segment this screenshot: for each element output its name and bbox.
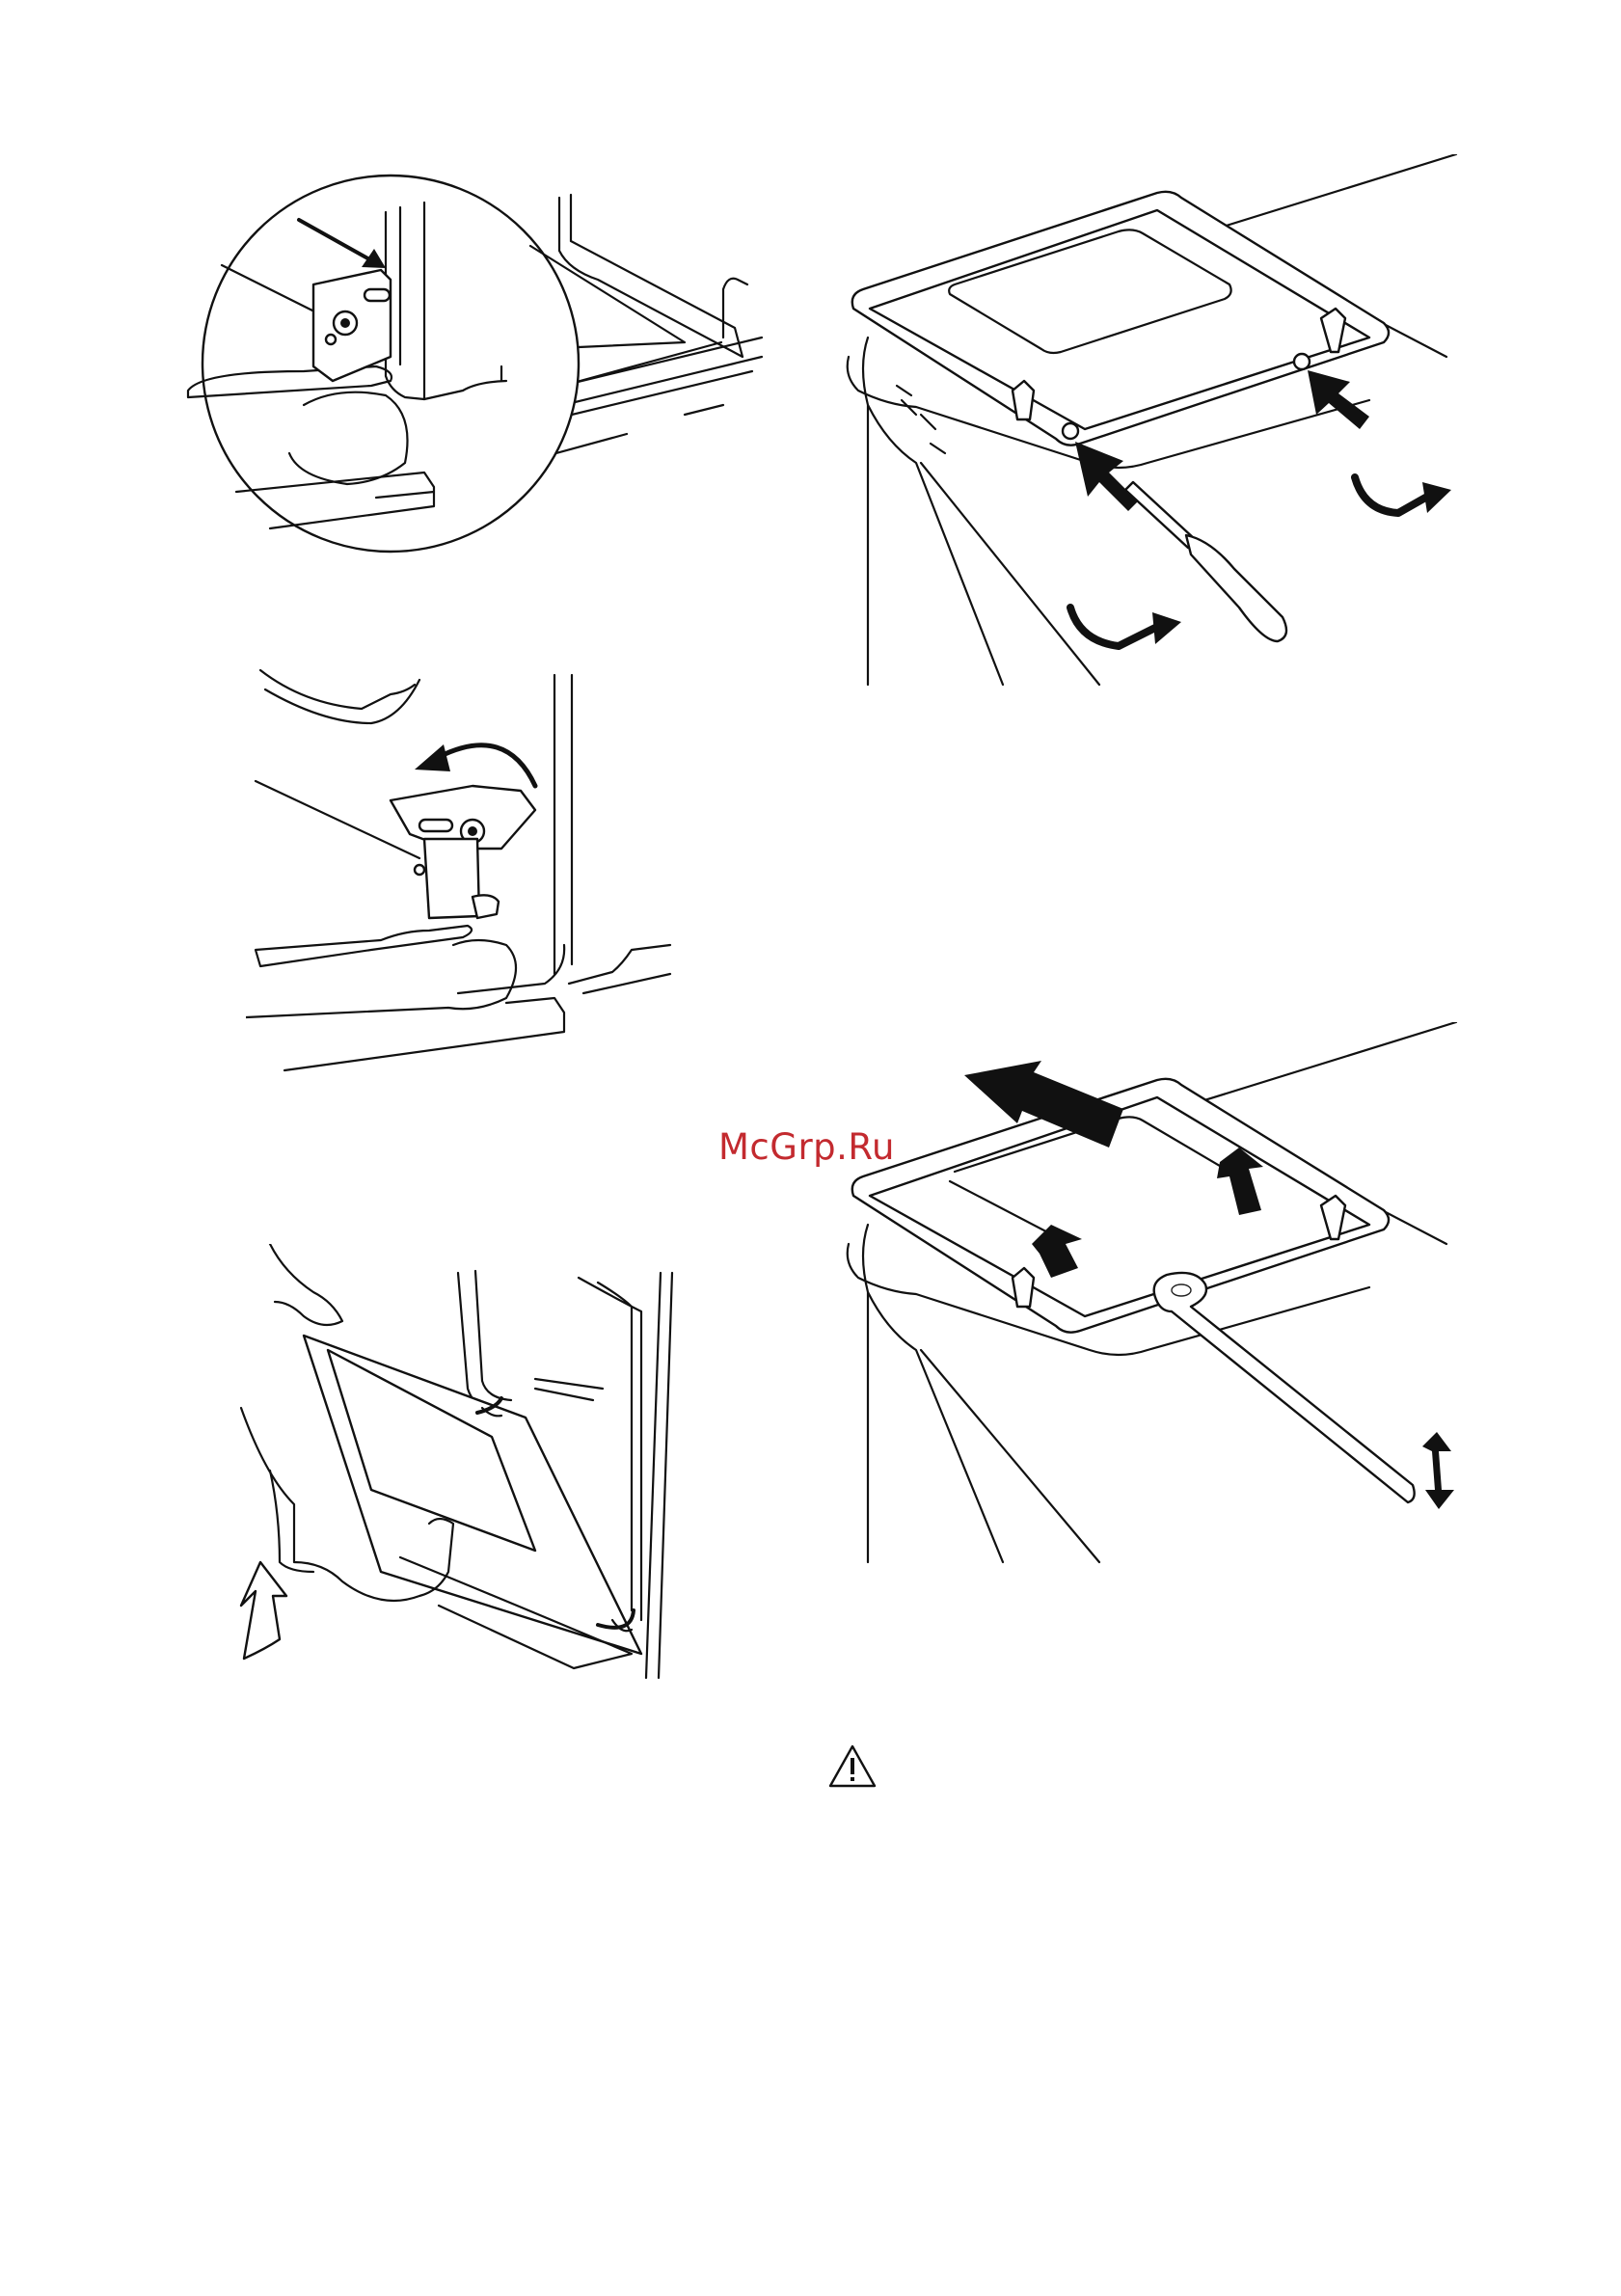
figure-hinge-lock-detail	[145, 174, 781, 579]
figure-door-unscrew	[829, 154, 1475, 694]
figure-door-panel-remove	[829, 1022, 1475, 1572]
watermark-text: McGrp.Ru	[718, 1126, 895, 1168]
warning-triangle-icon	[827, 1743, 878, 1790]
figure-hinge-lever-rotate	[246, 665, 680, 1090]
figure-door-lift-off	[236, 1244, 689, 1688]
